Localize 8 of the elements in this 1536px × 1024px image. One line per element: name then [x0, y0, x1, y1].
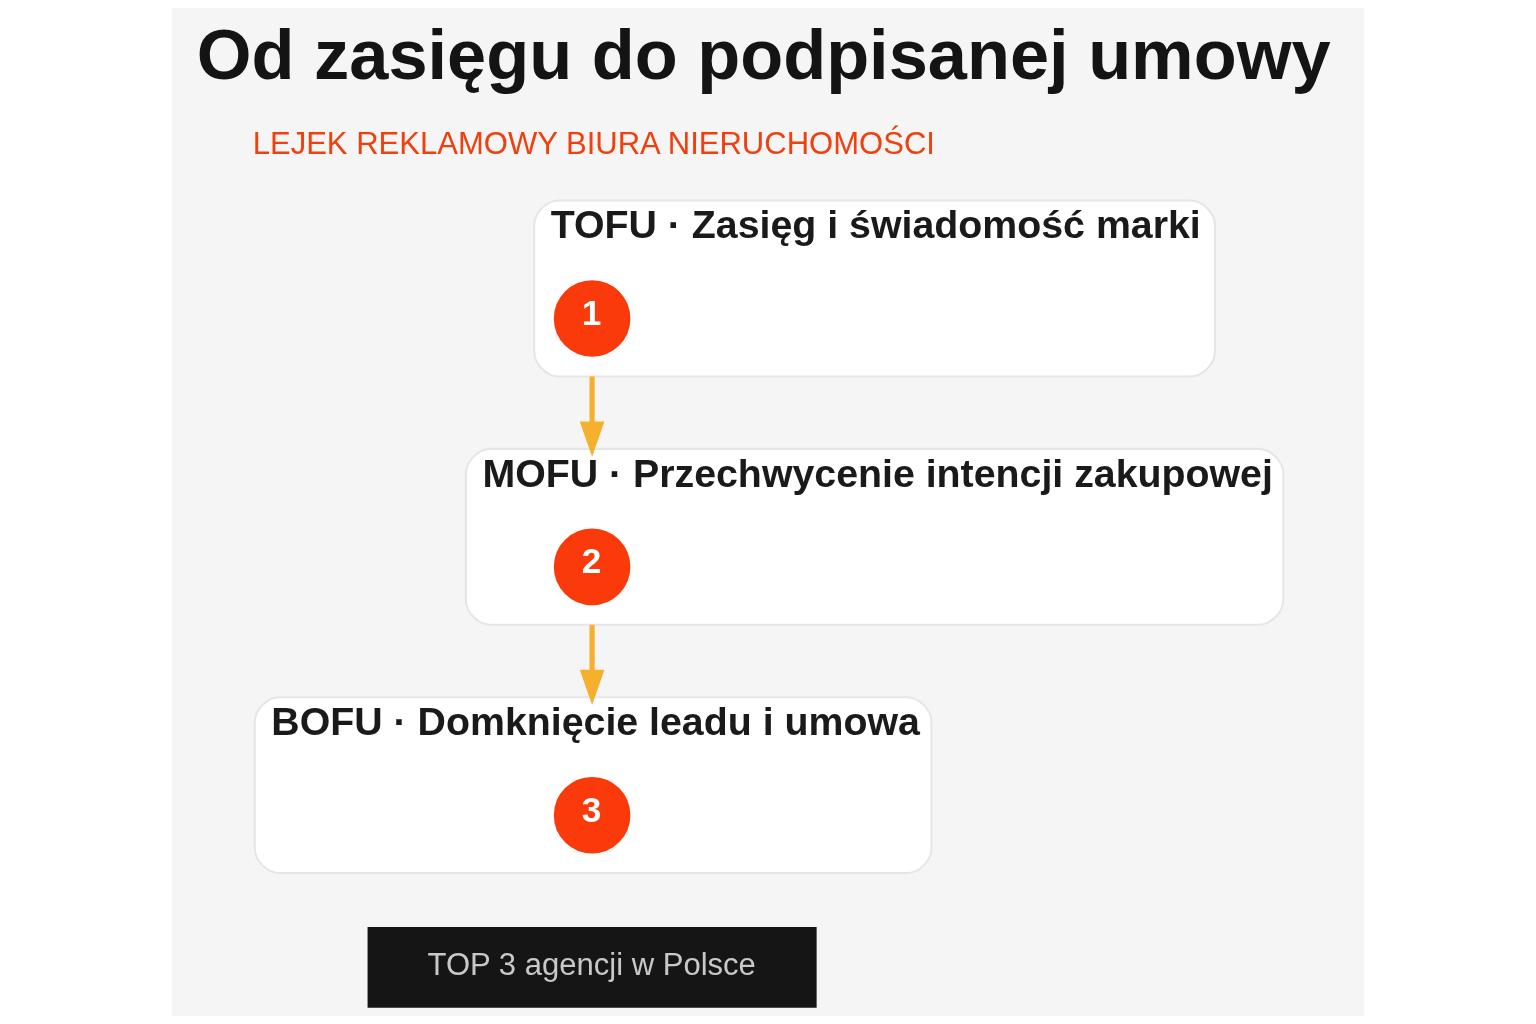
label: TOP 3 agencji w Polsce [427, 946, 756, 982]
node-circle: 2 [553, 528, 631, 606]
arrow [579, 376, 605, 457]
arrow [579, 624, 605, 706]
diagram-title: Od zasięgu do podpisanej umowy [196, 14, 1331, 94]
node-circle: 3 [553, 776, 631, 854]
label: LEJEK REKLAMOWY BIURA NIERUCHOMOŚCI [252, 125, 935, 161]
node-circle: 1 [553, 280, 631, 357]
